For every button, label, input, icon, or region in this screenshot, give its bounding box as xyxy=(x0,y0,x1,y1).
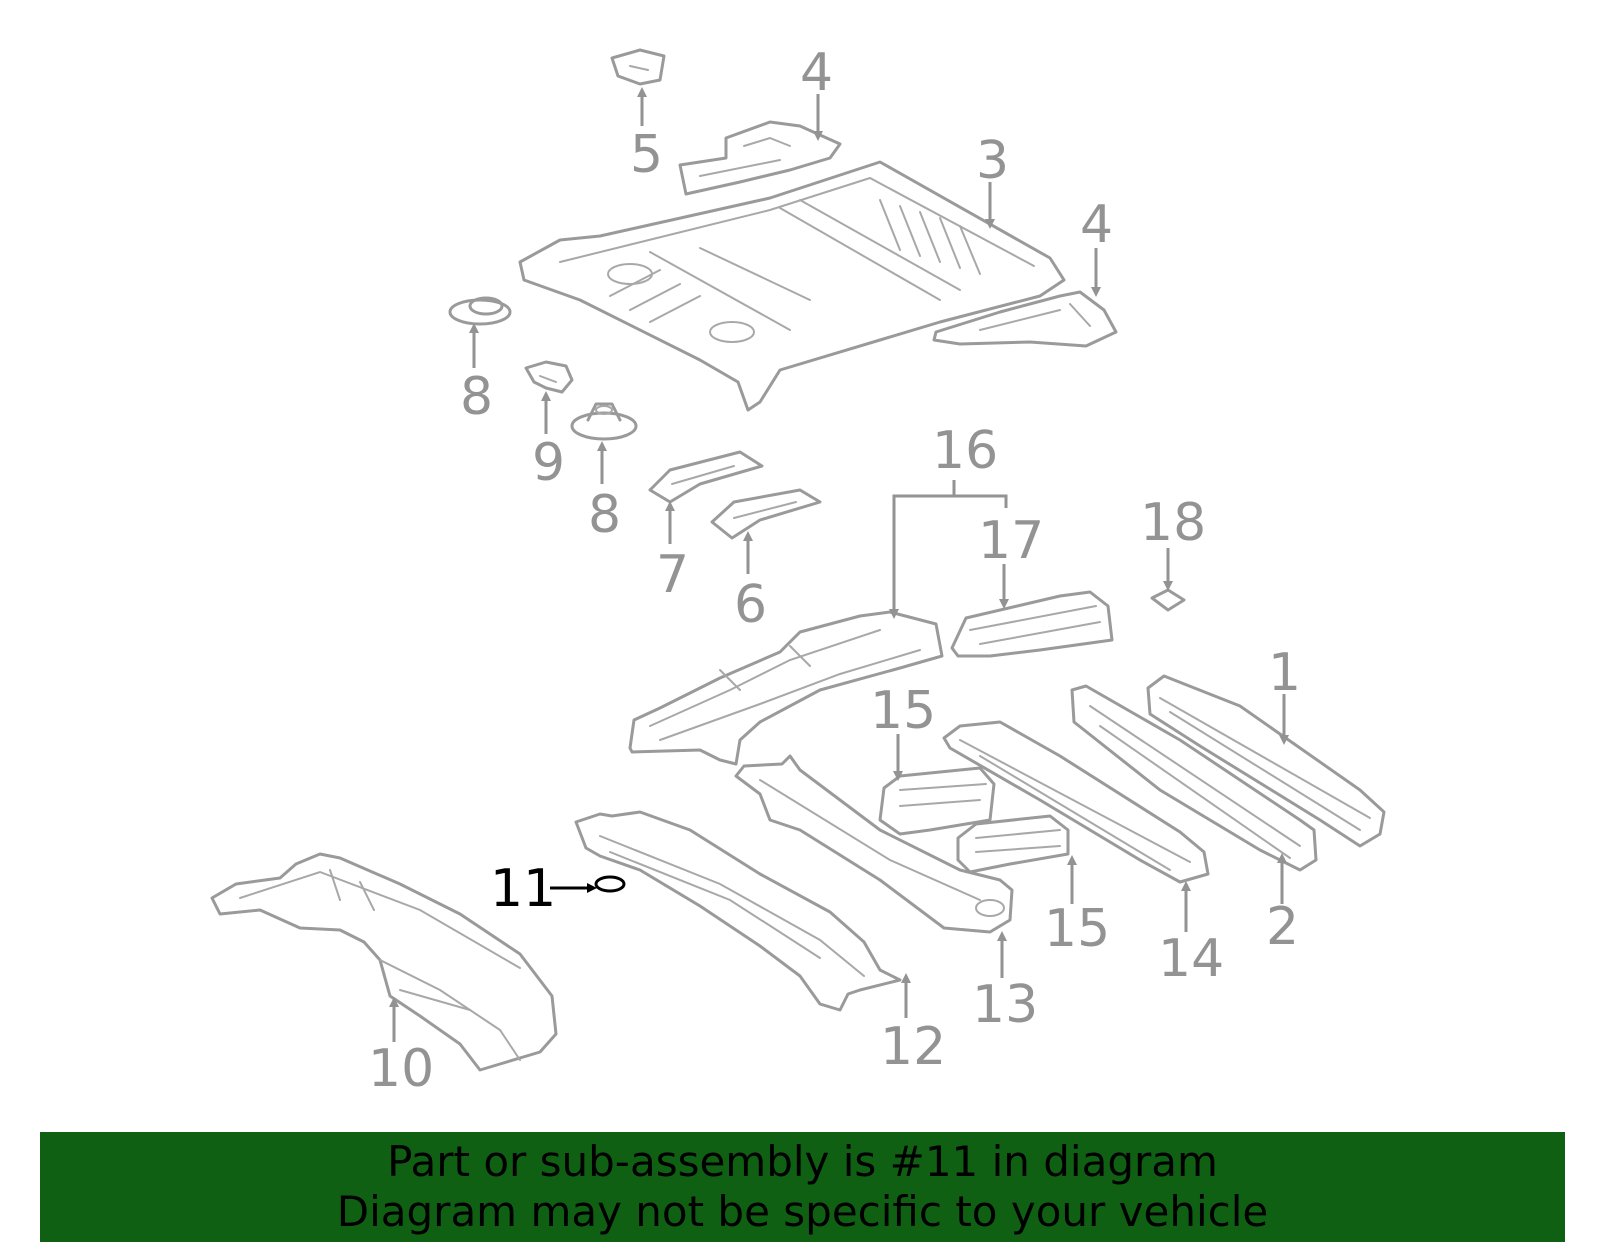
part-8-lower-grommet xyxy=(570,402,638,441)
part-1-rail xyxy=(1146,674,1386,848)
part-4-upper-bracket xyxy=(678,120,842,196)
part-15-upper-bracket xyxy=(878,766,996,836)
callout-8-lower: 8 xyxy=(588,485,621,545)
callout-12: 12 xyxy=(880,1017,946,1077)
callout-4-upper: 4 xyxy=(800,43,833,103)
part-11-washer xyxy=(594,875,626,893)
part-16-cross-member xyxy=(628,610,944,766)
callout-15-lower: 15 xyxy=(1044,899,1110,959)
part-9-clip xyxy=(524,360,574,394)
callout-11: 11 xyxy=(490,859,556,919)
callout-7: 7 xyxy=(656,545,689,605)
callout-17: 17 xyxy=(978,511,1044,571)
part-8-upper-grommet xyxy=(448,296,512,326)
banner-line-part: Part or sub-assembly is #11 in diagram xyxy=(387,1137,1218,1186)
leader-16-bracket xyxy=(892,480,1008,616)
callout-numbers: 5 4 3 4 8 9 8 7 6 16 17 18 1 15 2 15 14 … xyxy=(368,43,1301,1099)
part-3-floor-pan xyxy=(518,160,1066,412)
banner-line-disclaimer: Diagram may not be specific to your vehi… xyxy=(336,1187,1269,1236)
part-12-beam xyxy=(574,810,902,1012)
callout-3: 3 xyxy=(976,131,1009,191)
part-10-front-member xyxy=(210,852,558,1072)
part-18-pad xyxy=(1150,588,1186,612)
part-5-cap xyxy=(610,48,666,86)
part-14-rail xyxy=(942,720,1210,884)
callout-9: 9 xyxy=(532,433,565,493)
parts-diagram: 5 4 3 4 8 9 8 7 6 16 17 18 1 15 2 15 14 … xyxy=(210,43,1386,1099)
callout-13: 13 xyxy=(972,975,1038,1035)
callout-4-right: 4 xyxy=(1080,195,1113,255)
part-17-rail xyxy=(950,590,1114,658)
callout-14: 14 xyxy=(1158,929,1224,989)
leader-lines xyxy=(389,87,1289,1042)
callout-8-upper: 8 xyxy=(460,367,493,427)
part-15-lower-bracket xyxy=(956,814,1070,874)
part-13-beam xyxy=(734,754,1014,934)
part-7-plate xyxy=(648,450,764,504)
part-6-plate xyxy=(710,488,822,540)
info-banner: Part or sub-assembly is #11 in diagram D… xyxy=(40,1132,1565,1242)
callout-10: 10 xyxy=(368,1039,434,1099)
callout-15-upper: 15 xyxy=(870,681,936,741)
callout-1: 1 xyxy=(1268,643,1301,703)
callout-5: 5 xyxy=(630,125,663,185)
part-2-rail xyxy=(1070,684,1318,872)
callout-2: 2 xyxy=(1266,897,1299,957)
callout-18: 18 xyxy=(1140,493,1206,553)
callout-16: 16 xyxy=(932,421,998,481)
callout-6: 6 xyxy=(734,575,767,635)
part-4-right-bracket xyxy=(932,290,1118,348)
